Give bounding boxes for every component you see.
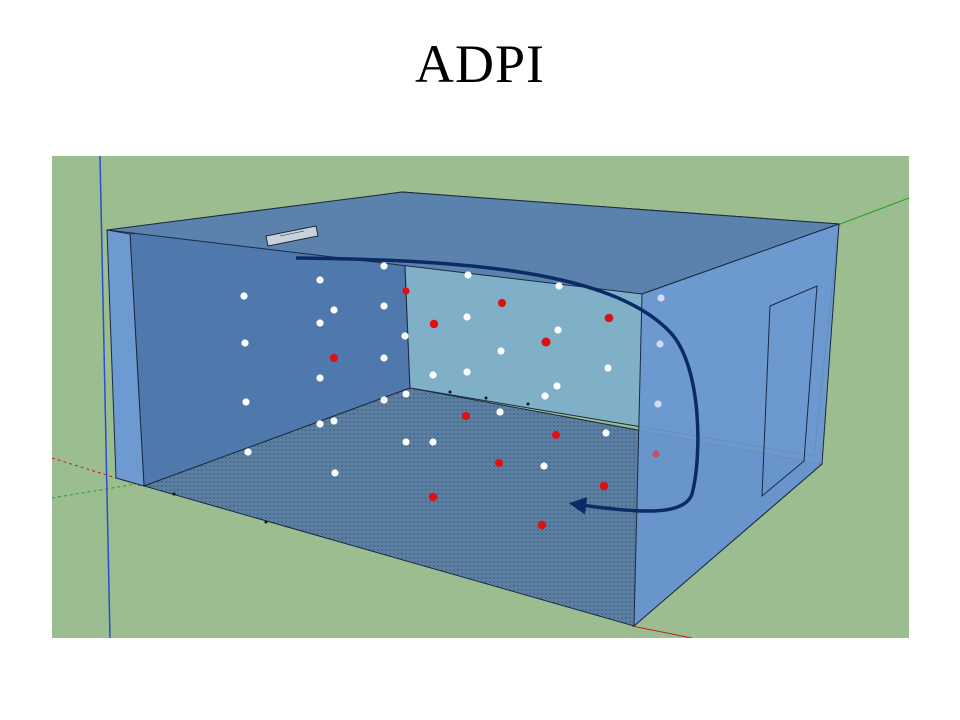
measurement-point-ok (244, 448, 252, 456)
measurement-point-fail (428, 492, 438, 502)
measurement-point-ok (429, 371, 437, 379)
measurement-point-ok (555, 282, 563, 290)
measurement-point-fail (537, 520, 547, 530)
measurement-point-ok (464, 271, 472, 279)
measurement-point-ok (242, 398, 250, 406)
measurement-point-ok (380, 262, 388, 270)
measurement-point-ok (330, 306, 338, 314)
blue-axis-line (99, 156, 111, 638)
measurement-point-ok (553, 382, 561, 390)
measurement-point-ok (540, 462, 548, 470)
measurement-point-fail (599, 481, 609, 491)
left-wall (106, 229, 145, 487)
airflow-arrow (295, 256, 700, 515)
measurement-point-ok (657, 294, 665, 302)
measurement-point-ok (463, 368, 471, 376)
measurement-point-ok (316, 319, 324, 327)
measurement-point-ok (463, 313, 471, 321)
measurement-point-ok (656, 340, 664, 348)
measurement-point-ok (541, 392, 549, 400)
measurement-point-ok (654, 400, 662, 408)
measurement-point-ok (316, 276, 324, 284)
measurement-point-ok (497, 347, 505, 355)
measurement-point-fail (495, 459, 503, 467)
measurement-point-ok (316, 420, 324, 428)
green-axis-dotted-line (52, 477, 173, 499)
measurement-point-fail (604, 313, 614, 323)
measurement-point-ok (554, 326, 562, 334)
measurement-point-fail (462, 412, 470, 420)
measurement-point-ok (402, 390, 410, 398)
measurement-point-ok (380, 354, 388, 362)
floor-edge-ticks (172, 390, 530, 524)
measurement-point-ok (380, 302, 388, 310)
measurement-point-ok (241, 339, 249, 347)
measurement-point-ok (602, 429, 610, 437)
supply-diffuser-icon (265, 225, 319, 247)
measurement-point-ok (240, 292, 248, 300)
door-outline-icon (761, 285, 818, 498)
red-axis-line (631, 625, 693, 638)
measurement-point-ok (316, 374, 324, 382)
right-wall (633, 223, 840, 628)
measurement-point-fail (330, 354, 338, 362)
measurement-point-ok (496, 408, 504, 416)
measurement-point-ok (331, 469, 339, 477)
slide-title: ADPI (414, 34, 545, 94)
measurement-point-ok (402, 438, 410, 446)
measurement-point-fail (552, 431, 560, 439)
measurement-point-ok (604, 364, 612, 372)
measurement-point-fail (402, 287, 410, 295)
room-airflow-diagram (52, 156, 909, 638)
measurement-point-ok (401, 332, 409, 340)
measurement-point-fail (652, 450, 660, 458)
measurement-point-ok (330, 417, 338, 425)
measurement-point-fail (429, 319, 439, 329)
measurement-point-ok (380, 396, 388, 404)
measurement-point-ok (429, 438, 437, 446)
measurement-points (240, 262, 665, 530)
measurement-point-fail (498, 299, 506, 307)
measurement-point-fail (541, 337, 551, 347)
